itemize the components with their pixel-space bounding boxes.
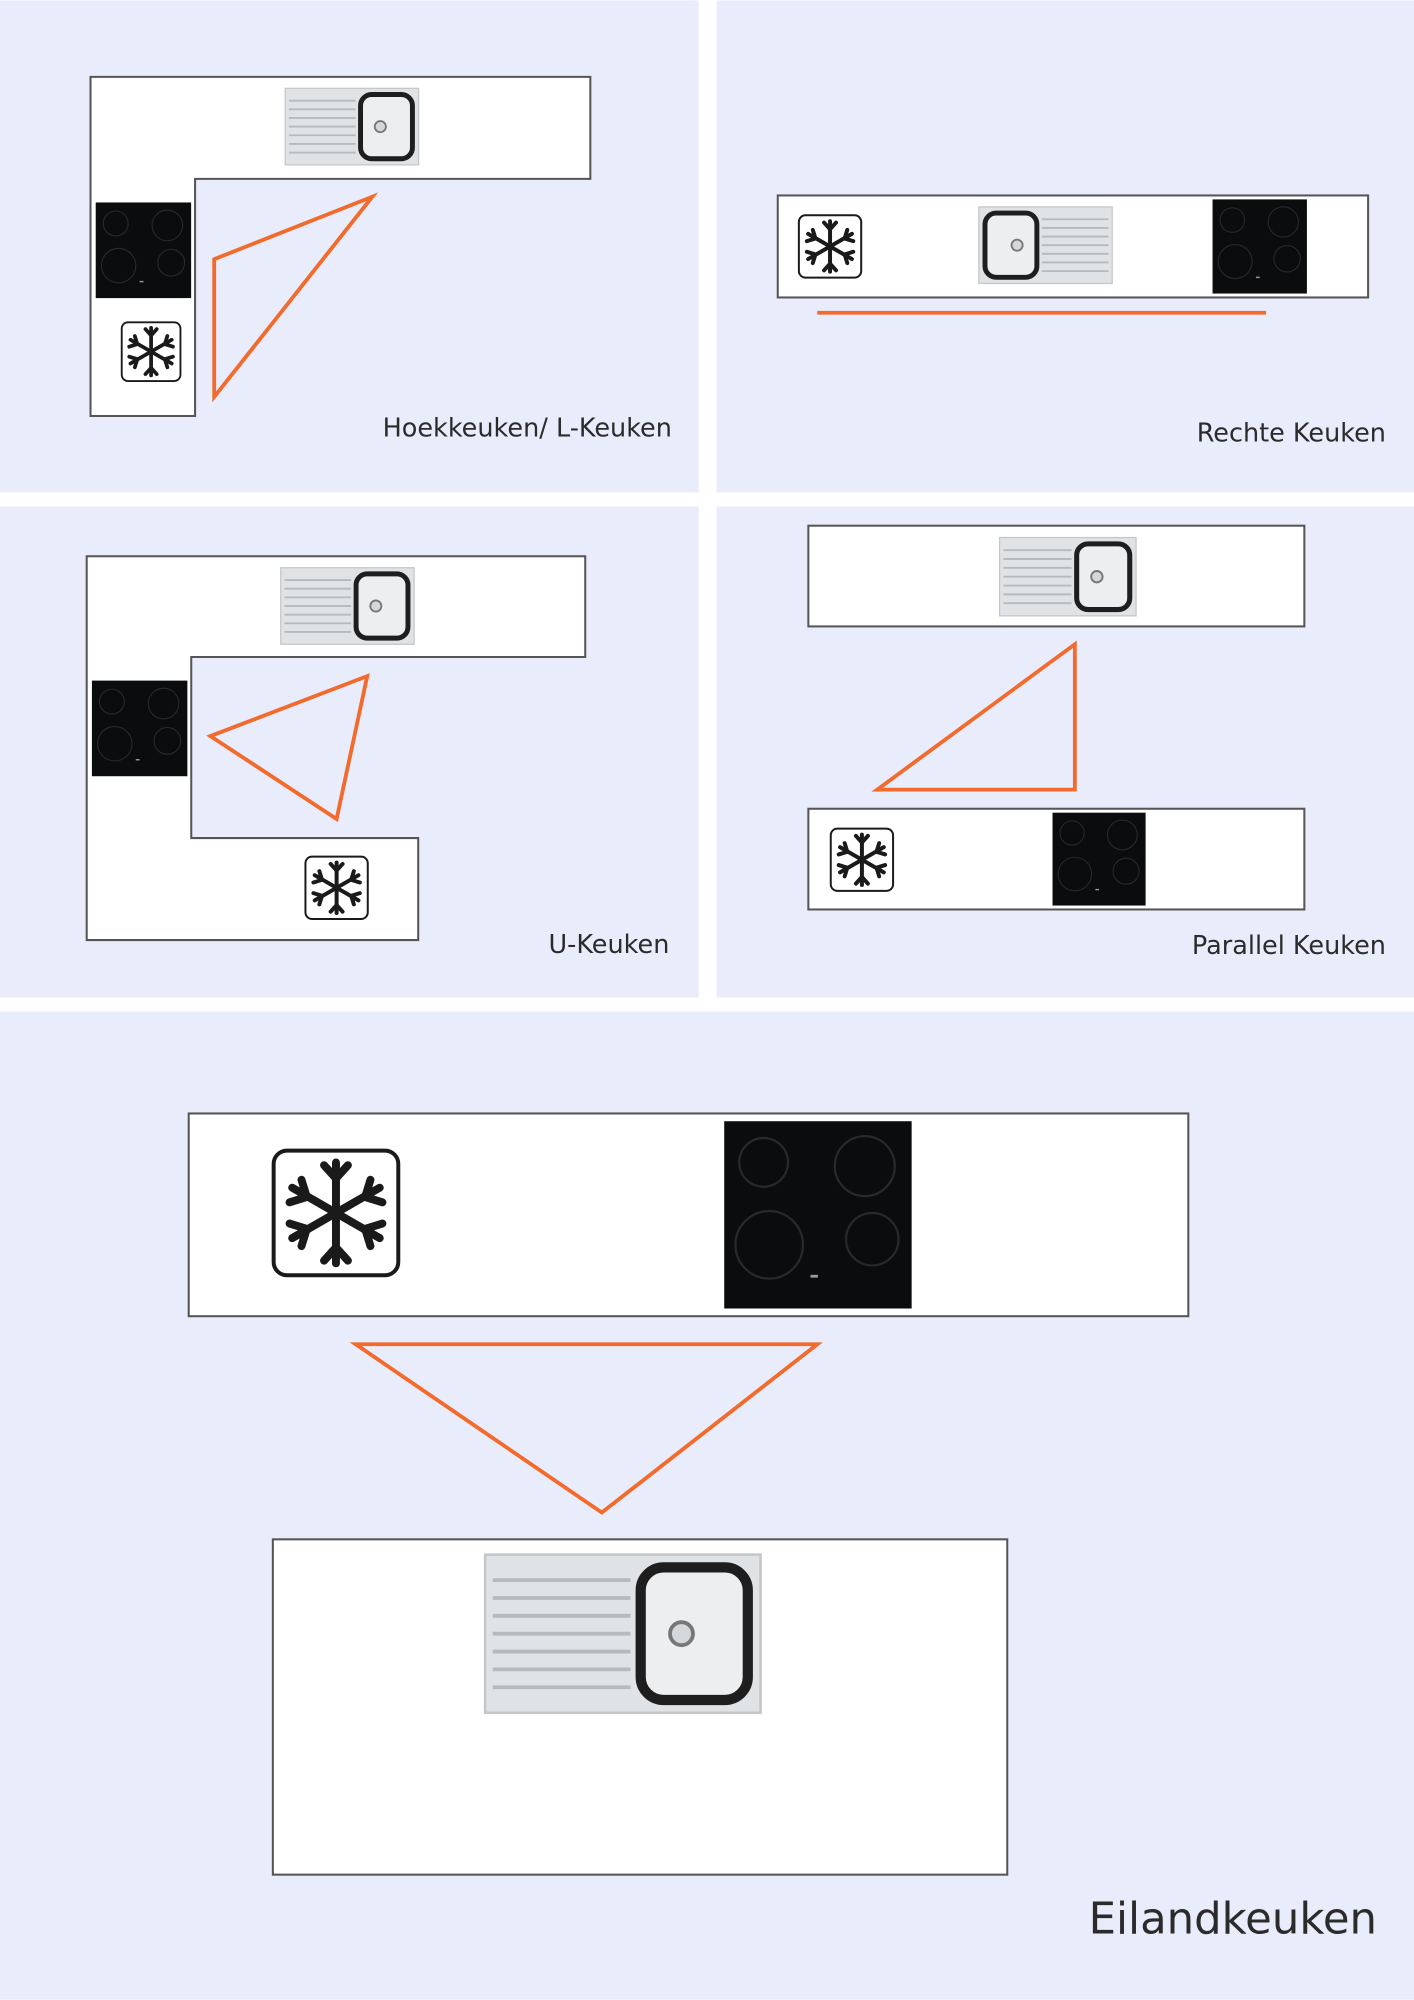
counter	[89, 75, 592, 418]
layout-label: U-Keuken	[548, 930, 669, 960]
layout-label: Rechte Keuken	[1197, 419, 1386, 449]
work-triangle	[206, 673, 370, 823]
cooktop-icon	[95, 201, 192, 299]
snowflake-icon	[274, 1151, 399, 1276]
sink-icon	[281, 568, 414, 645]
snowflake-icon	[796, 213, 864, 280]
cooktop-icon	[1051, 812, 1147, 906]
cooktop-icon	[722, 1121, 913, 1309]
sink-icon	[285, 88, 418, 165]
island-kitchen-diagram: Eilandkeuken	[187, 1112, 1377, 1944]
snowflake-icon	[828, 826, 896, 893]
layout-label: Hoekkeuken/ L-Keuken	[383, 413, 672, 443]
snowflake-icon	[303, 854, 370, 921]
cooktop-icon	[91, 679, 188, 777]
cooktop-icon	[1211, 199, 1308, 294]
snowflake-icon	[119, 320, 183, 383]
sink-icon	[485, 1555, 760, 1713]
layout-label: Eilandkeuken	[1089, 1894, 1377, 1944]
work-triangle	[349, 1342, 823, 1515]
layout-label: Parallel Keuken	[1192, 931, 1386, 961]
u-kitchen-diagram: U-Keuken	[85, 555, 669, 960]
counter	[85, 555, 587, 942]
straight-kitchen-diagram: Rechte Keuken	[776, 194, 1386, 449]
l-kitchen-diagram: Hoekkeuken/ L-Keuken	[89, 75, 672, 443]
sink-icon	[979, 207, 1112, 284]
work-triangle	[871, 640, 1077, 792]
sink-icon	[1000, 538, 1136, 616]
work-triangle	[212, 192, 379, 403]
parallel-kitchen-diagram: Parallel Keuken	[807, 524, 1386, 961]
